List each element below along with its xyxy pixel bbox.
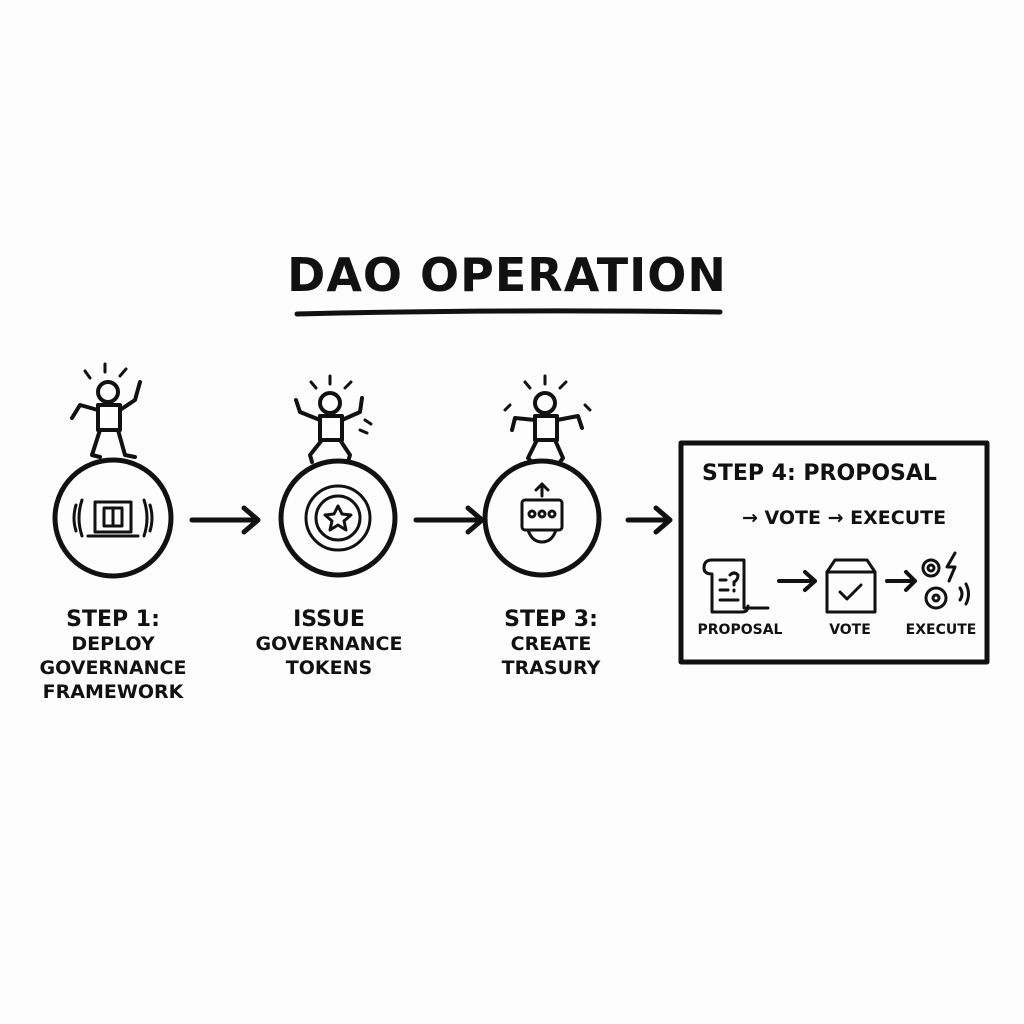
step4-subtitle: → VOTE → EXECUTE (742, 507, 947, 529)
step2-label: ISSUE GOVERNANCE TOKENS (244, 608, 414, 680)
proposal-scroll-icon (702, 558, 770, 614)
step3-circle (482, 458, 602, 578)
proposal-label: PROPOSAL (697, 622, 783, 638)
step1-circle (52, 457, 174, 579)
step1-head: STEP 1: (66, 607, 160, 632)
step1-line: DEPLOY (71, 633, 155, 655)
step2-line: GOVERNANCE (255, 633, 403, 655)
step3-line: TRASURY (501, 657, 601, 679)
vote-label: VOTE (829, 622, 871, 638)
step3-line: CREATE (510, 633, 592, 655)
step2-head: ISSUE (293, 607, 365, 632)
step1-label: STEP 1: DEPLOY GOVERNANCE FRAMEWORK (28, 608, 198, 704)
gears-icon (921, 551, 970, 610)
step3-label: STEP 3: CREATE TRASURY (466, 608, 636, 680)
dancing-figure-icon (294, 374, 373, 464)
page-title: DAO OPERATION (287, 248, 727, 302)
token-icon (304, 484, 372, 552)
ballot-box-icon (825, 558, 877, 614)
framework-icon (72, 498, 154, 538)
title-underline (294, 308, 723, 317)
arrow-icon (777, 570, 917, 592)
step4-box (678, 440, 990, 665)
step2-circle (278, 458, 398, 578)
treasury-icon (520, 482, 564, 544)
step3-head: STEP 3: (504, 607, 598, 632)
step1-line: FRAMEWORK (42, 681, 184, 703)
dancing-figure-icon (503, 374, 592, 464)
execute-label: EXECUTE (905, 622, 977, 638)
step4-title: STEP 4: PROPOSAL (702, 461, 937, 486)
step2-line: TOKENS (285, 657, 373, 679)
dancing-figure-icon (70, 362, 142, 459)
step1-line: GOVERNANCE (39, 657, 187, 679)
arrow-icon (189, 505, 673, 535)
